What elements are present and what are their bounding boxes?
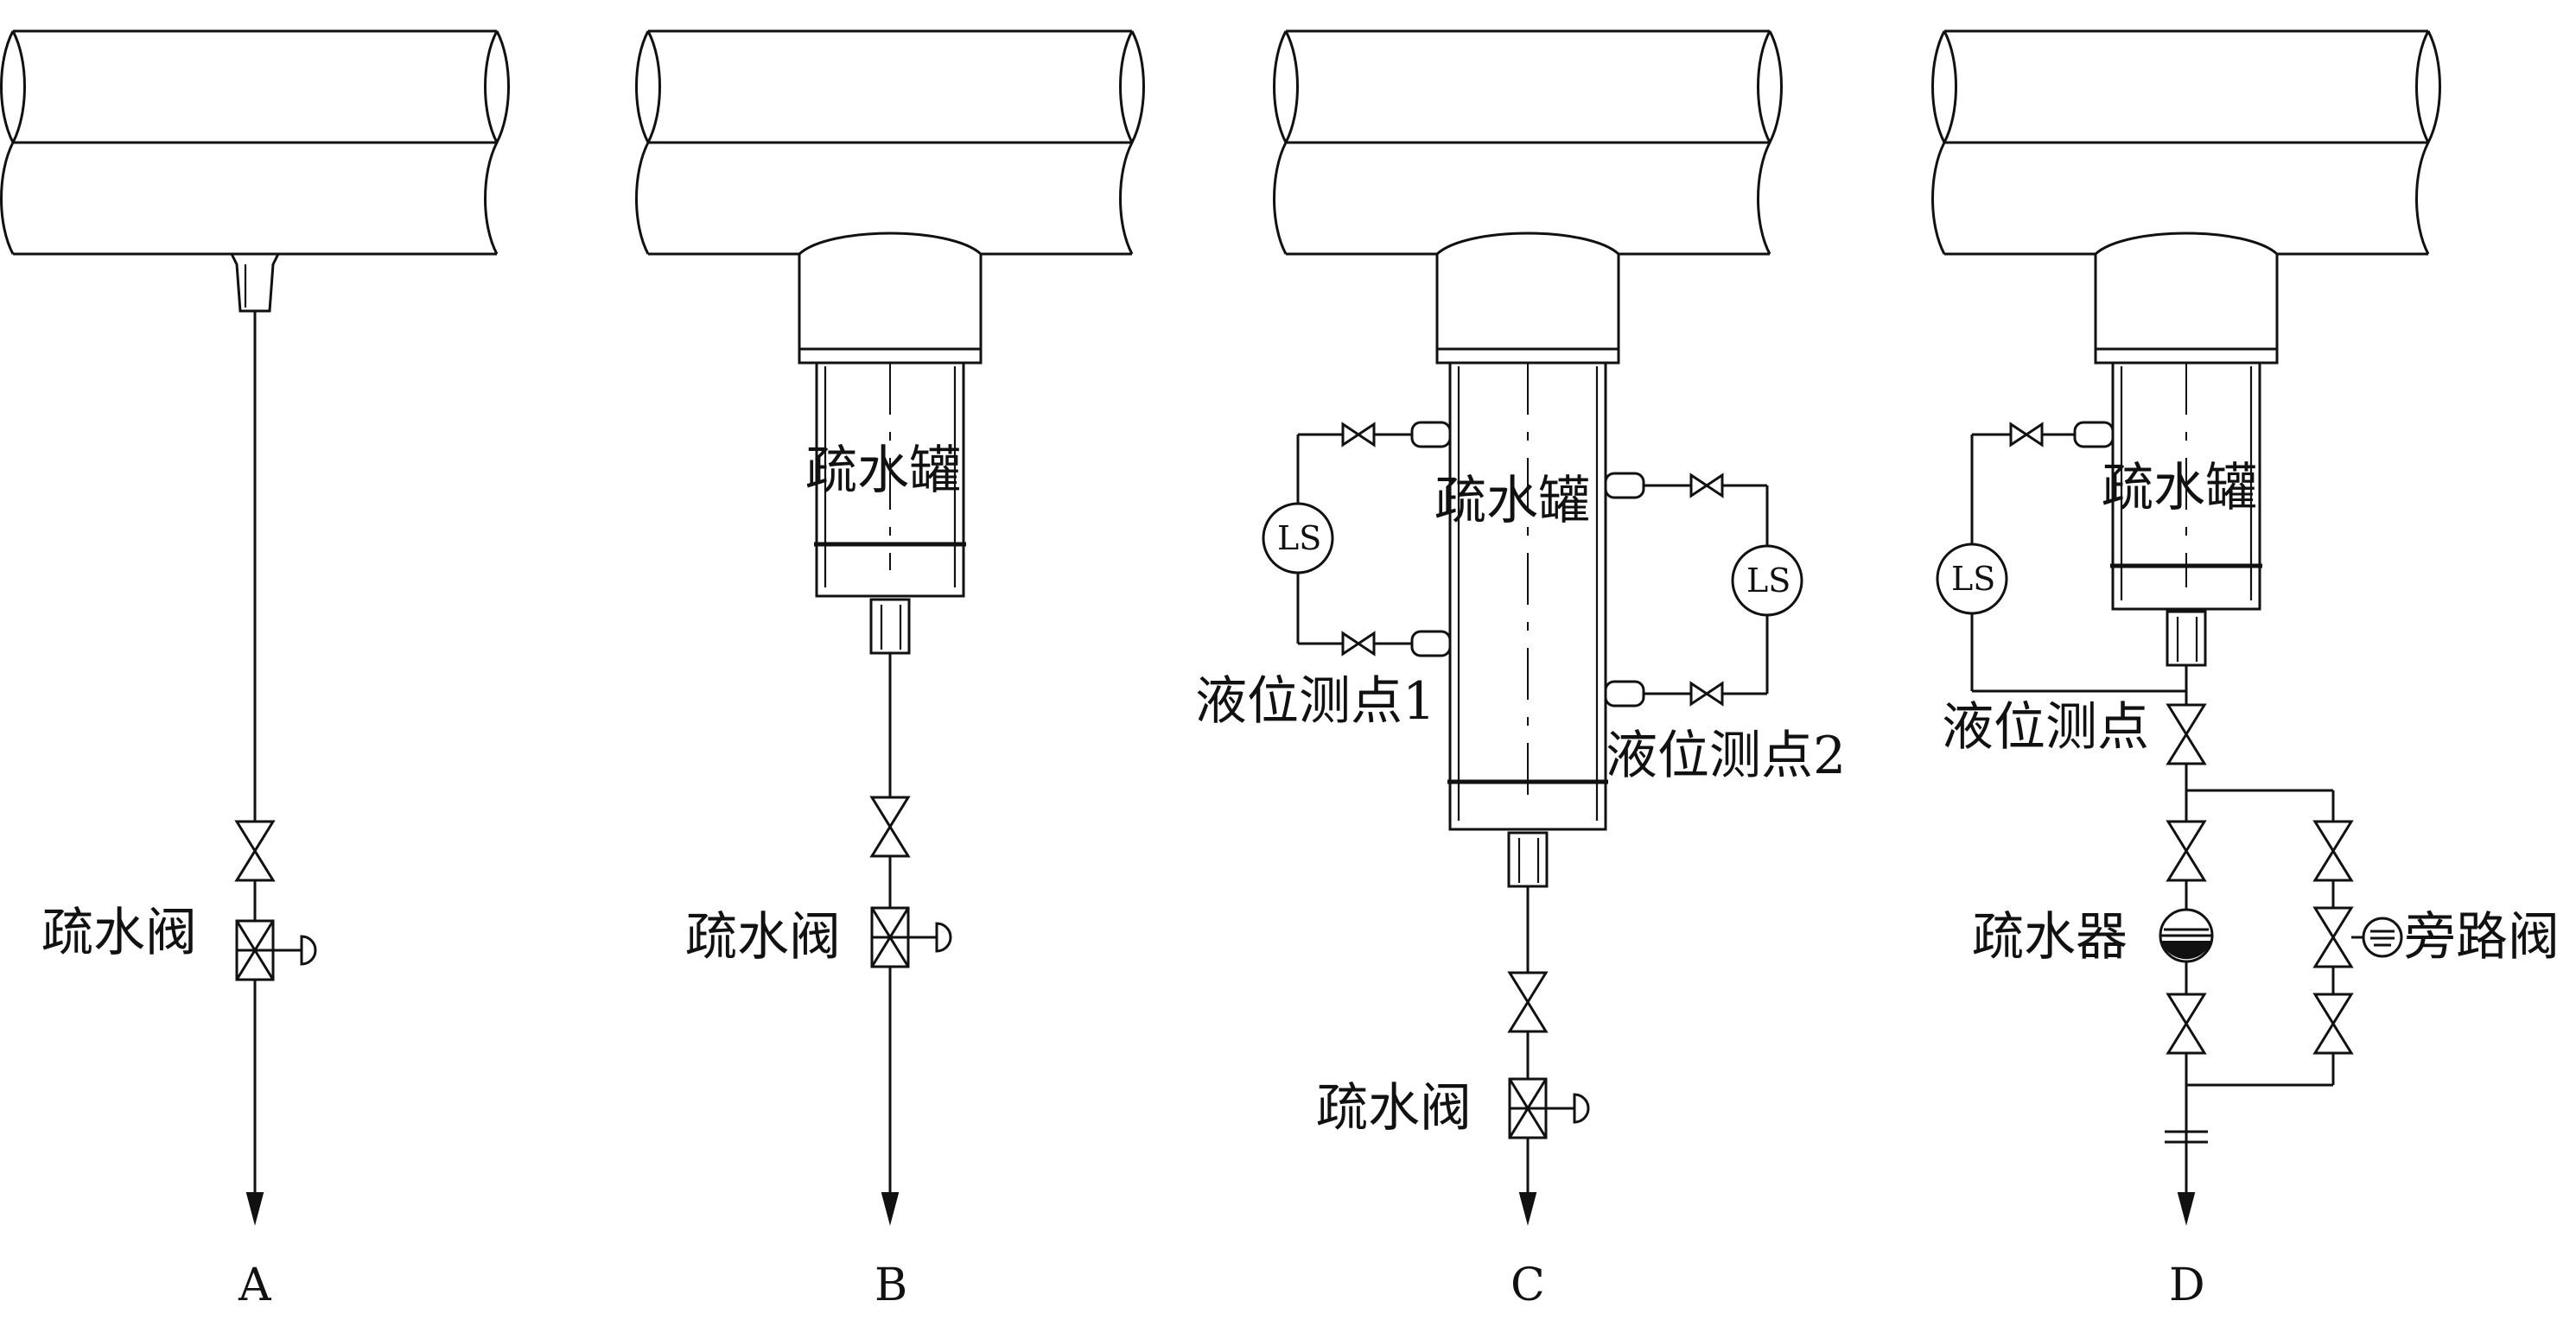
panel-c-switch-2: LS bbox=[1746, 562, 1790, 600]
panel-c-level-point-2: 液位测点2 bbox=[1606, 726, 1846, 786]
panel-c-switch-1: LS bbox=[1277, 519, 1321, 557]
panel-c-caption: C bbox=[1511, 1260, 1545, 1311]
panel-a: 疏水阀 A bbox=[0, 29, 510, 1311]
panel-c-level-point-1: 液位测点1 bbox=[1195, 671, 1435, 732]
panel-d-bypass-label: 旁路阀 bbox=[2404, 907, 2560, 968]
panel-b: 疏水罐 疏水阀 B bbox=[635, 29, 1145, 1311]
panel-d-switch: LS bbox=[1951, 560, 1995, 598]
panel-d: 疏水罐 LS 液位测点 疏水器 旁路阀 bbox=[1931, 29, 2560, 1311]
panel-b-caption: B bbox=[875, 1260, 907, 1311]
panel-b-tank-label: 疏水罐 bbox=[805, 441, 961, 501]
panel-b-drain-valve-label: 疏水阀 bbox=[685, 907, 841, 968]
panel-a-caption: A bbox=[238, 1260, 272, 1311]
panel-d-level-point: 液位测点 bbox=[1942, 697, 2149, 758]
panel-c: 疏水罐 LS LS 液位测点1 液位测点2 疏水阀 C bbox=[1195, 29, 1846, 1311]
panel-d-caption: D bbox=[2169, 1260, 2205, 1311]
panel-c-tank-label: 疏水罐 bbox=[1434, 471, 1590, 531]
panel-d-trap-label: 疏水器 bbox=[1972, 907, 2128, 968]
panel-d-tank-label: 疏水罐 bbox=[2102, 458, 2257, 518]
panel-a-drain-valve-label: 疏水阀 bbox=[41, 903, 197, 963]
panel-c-drain-valve-label: 疏水阀 bbox=[1316, 1078, 1472, 1139]
